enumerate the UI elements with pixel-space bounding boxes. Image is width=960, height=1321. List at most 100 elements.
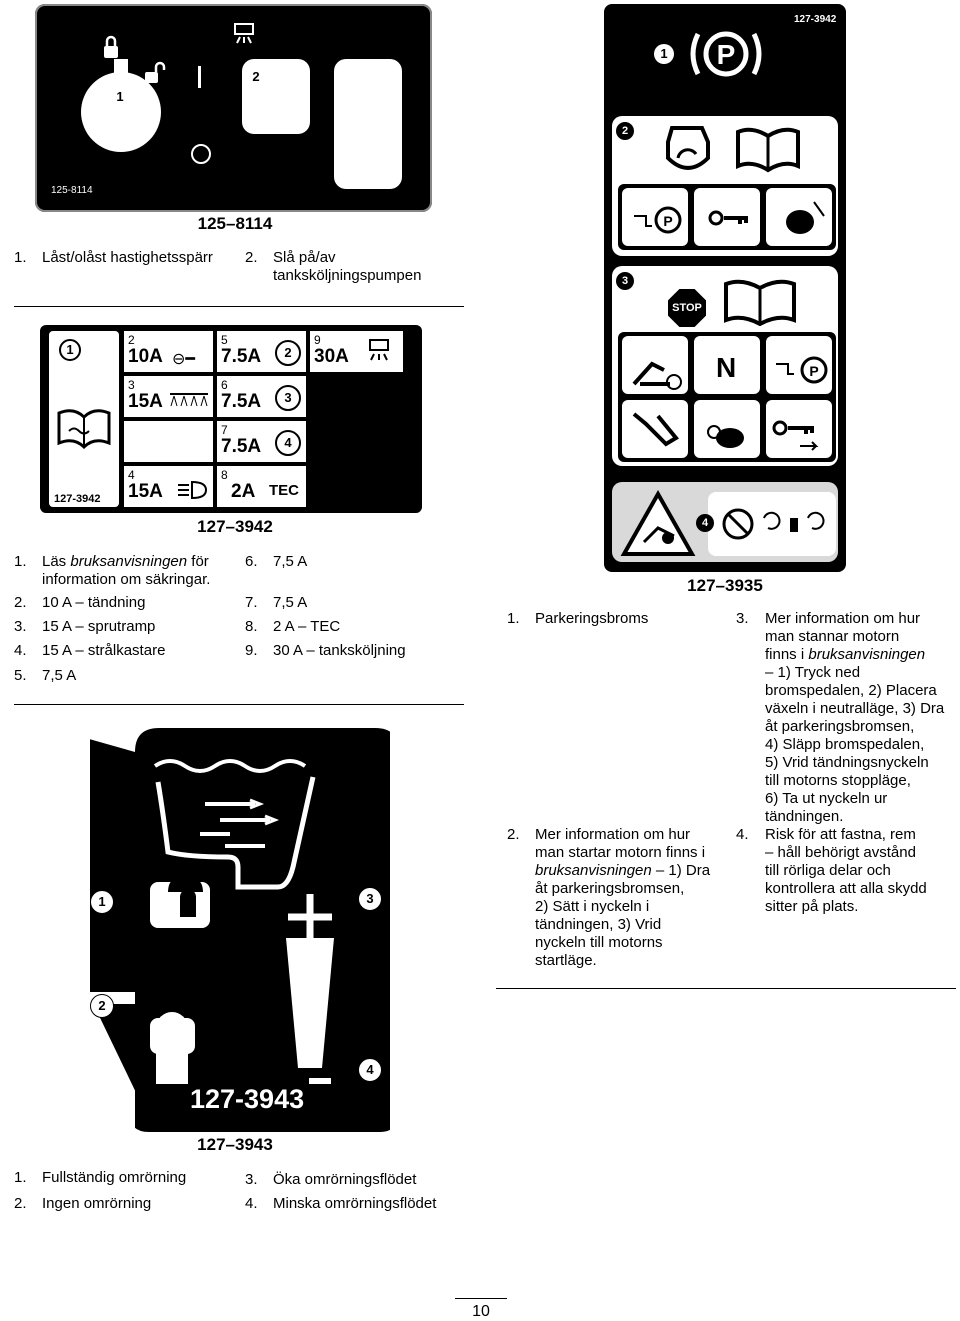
decal-badge: 2 xyxy=(616,122,634,140)
legend-text: 15 A – strålkastare xyxy=(42,642,166,659)
start-step-icons: P xyxy=(622,188,832,246)
legend-em: bruksanvisningen xyxy=(808,646,926,663)
decal-127-3943: 1 2 3 4 127-3943 xyxy=(29,722,399,1134)
legend-line: man stannar motorn xyxy=(765,628,900,645)
legend-line: till rörliga delar och xyxy=(765,862,891,879)
decal-125-8114-art xyxy=(41,10,426,206)
fuse-number: 9 xyxy=(314,333,321,347)
agitation-badge-3: 3 xyxy=(358,887,382,911)
legend-line: växeln i neutralläge, 3) Dra xyxy=(765,700,945,717)
lock-closed-icon xyxy=(104,35,118,58)
legend-127-3942-left: 1. Läs bruksanvisningen för information … xyxy=(14,553,244,693)
decal-badge: 4 xyxy=(696,514,714,532)
legend-line: åt parkeringsbromsen, xyxy=(535,880,685,897)
fuse-cell-blank xyxy=(310,376,403,507)
stop-sign: STOP xyxy=(668,289,706,327)
connector-tab xyxy=(403,423,415,458)
stop-step-icons: P xyxy=(622,336,832,458)
legend-num: 2. xyxy=(14,594,27,611)
decal-125-8114: 1 2 125-8114 xyxy=(35,4,432,212)
legend-line: 4) Släpp bromspedalen, xyxy=(765,736,925,753)
legend-text: Låst/olåst hastighetsspärr xyxy=(42,249,213,266)
legend-num: 2. xyxy=(14,1195,27,1212)
legend-line: 6) Ta ut nyckeln ur xyxy=(765,790,888,807)
decal-badge: 1 xyxy=(654,44,674,64)
decal-part-number: 127-3942 xyxy=(54,493,101,505)
tank-rinse-icon xyxy=(234,23,254,44)
legend-text: Parkeringsbroms xyxy=(535,610,649,627)
agitation-badge-4: 4 xyxy=(358,1058,382,1082)
legend-line: man startar motorn finns i xyxy=(535,844,706,861)
legend-line: bromspedalen, 2) Placera xyxy=(765,682,937,699)
legend-num: 1. xyxy=(14,249,27,266)
legend-line: nyckeln till motorns xyxy=(535,934,663,951)
section-divider xyxy=(14,704,464,705)
legend-line: åt parkeringsbromsen, xyxy=(765,718,915,735)
read-manual-icon xyxy=(57,409,111,450)
page-number: 10 xyxy=(472,1303,490,1320)
decal-badge: 3 xyxy=(616,272,634,290)
fuse-cell-6: 6 7.5A 3 xyxy=(217,376,306,417)
legend-num: 2. xyxy=(245,249,258,266)
caption-127-3942: 127–3942 xyxy=(197,517,273,536)
legend-line: Mer information om hur xyxy=(765,610,921,627)
fuse-cell-empty xyxy=(124,421,213,462)
legend-text: 10 A – tändning xyxy=(42,594,146,611)
fuse-rating: 15A xyxy=(128,481,163,502)
legend-line: startläge. xyxy=(535,952,597,969)
legend-rest: – 1) Dra xyxy=(651,862,711,879)
legend-line: tändningen, 3) Vrid xyxy=(535,916,662,933)
fuse-rating: 2A xyxy=(231,481,256,502)
legend-line: tändningen. xyxy=(765,808,844,825)
legend-line: bruksanvisningen – 1) Dra xyxy=(535,862,730,880)
legend-num: 4. xyxy=(736,826,749,843)
legend-text: Fullständig omrörning xyxy=(42,1169,187,1186)
legend-text: 30 A – tanksköljning xyxy=(273,642,406,659)
tank-rinse-icon xyxy=(369,339,389,361)
legend-line: Risk för att fastna, rem xyxy=(765,826,916,843)
fuse-number: 4 xyxy=(128,468,135,482)
caption-127-3943: 127–3943 xyxy=(197,1135,273,1154)
legend-pre: finns i xyxy=(765,646,809,663)
connector-tab xyxy=(403,333,415,368)
legend-line: – 1) Tryck ned xyxy=(765,664,861,681)
fuse-number: 3 xyxy=(128,378,135,392)
legend-text: Risk för att fastna, rem – håll behörigt… xyxy=(765,826,960,916)
legend-127-3942-right: 6. 7,5 A 7. 7,5 A 8. 2 A – TEC 9. 30 A –… xyxy=(245,553,465,673)
headlight-icon xyxy=(178,480,208,500)
agitation-badge-2: 2 xyxy=(90,994,114,1018)
legend-num: 8. xyxy=(245,618,258,635)
parking-brake-icon: P xyxy=(690,31,762,77)
legend-num: 4. xyxy=(245,1195,258,1212)
legend-num: 9. xyxy=(245,642,258,659)
legend-num: 7. xyxy=(245,594,258,611)
legend-text: Läs bruksanvisningen för information om … xyxy=(42,553,242,589)
spray-boom-icon xyxy=(170,393,208,407)
legend-line: – håll behörigt avstånd xyxy=(765,844,916,861)
legend-num: 1. xyxy=(14,553,27,570)
legend-text: Mer information om hur man stannar motor… xyxy=(765,610,960,826)
legend-text: Ingen omrörning xyxy=(42,1195,152,1212)
fuse-cell-5: 5 7.5A 2 xyxy=(217,331,306,372)
legend-127-3935: 1. Parkeringsbroms 3. Mer information om… xyxy=(507,610,959,980)
svg-text:P: P xyxy=(717,39,736,70)
legend-num: 1. xyxy=(507,610,520,627)
legend-line: 5) Vrid tändningsnyckeln xyxy=(765,754,929,771)
fuse-cell-2: 2 10A ⊖━ xyxy=(124,331,213,372)
panel-badge-1: 1 xyxy=(59,339,81,361)
legend-num: 5. xyxy=(14,667,27,684)
legend-125-8114: 1. Låst/olåst hastighetsspärr 2. Slå på/… xyxy=(14,249,464,289)
legend-line: sitter på plats. xyxy=(765,898,859,915)
ignition-key-icon: ⊖━ xyxy=(172,351,196,368)
legend-text-em: bruksanvisningen xyxy=(70,553,188,570)
legend-num: 4. xyxy=(14,642,27,659)
fuse-number: 5 xyxy=(221,333,228,347)
legend-num: 3. xyxy=(245,1171,258,1188)
legend-text-a: Läs xyxy=(42,553,71,570)
decal-part-number: 127-3943 xyxy=(190,1084,305,1114)
decal-badge-2: 2 xyxy=(245,66,267,88)
legend-em: bruksanvisningen xyxy=(535,862,652,879)
decal-127-3942-fuses: 1 127-3942 2 10A ⊖━ 3 15A 4 15A 5 7.5A 2… xyxy=(40,325,422,513)
circuit-badge: 2 xyxy=(275,340,301,366)
indicator-light xyxy=(191,144,211,164)
